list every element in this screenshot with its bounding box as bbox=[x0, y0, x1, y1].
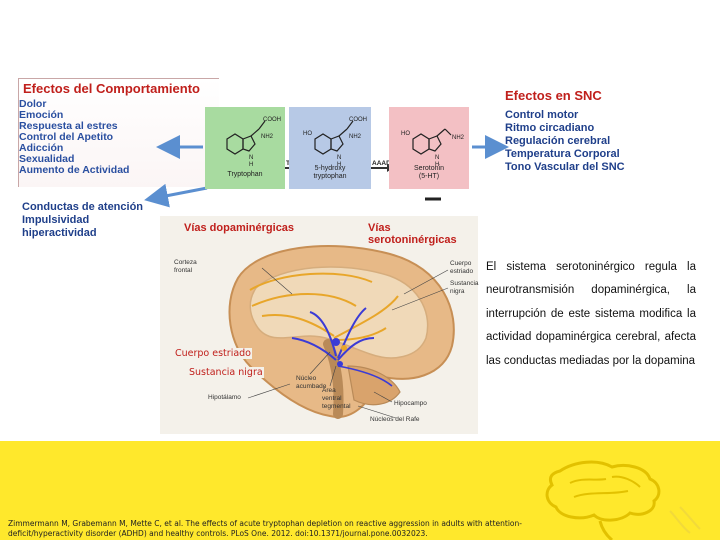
attention-effect-item: Conductas de atención bbox=[22, 201, 144, 213]
tryptophan-label: Tryptophan bbox=[227, 171, 263, 178]
hydroxytryptophan-label-1: 5-hydroxy bbox=[314, 165, 346, 172]
citation-text: Zimmermann M, Grabemann M, Mette C, et a… bbox=[8, 519, 522, 538]
behavior-effect-item: Adicción bbox=[19, 142, 64, 154]
cns-effect-item: Temperatura Corporal bbox=[505, 148, 620, 160]
arrow-to-attention bbox=[144, 183, 208, 208]
overlay-sustancia-nigra: Sustancia nigra bbox=[188, 367, 264, 378]
label-area-2: ventral bbox=[322, 395, 342, 402]
label-sustancia-2: nigra bbox=[450, 288, 465, 295]
behavior-effect-item: Control del Apetito bbox=[19, 131, 114, 143]
behavior-effect-item: Dolor bbox=[19, 98, 47, 110]
aaad-enzyme-label: AAAD bbox=[372, 160, 391, 167]
serotonin-label-2: (5-HT) bbox=[418, 173, 440, 180]
hydroxytryptophan-n-label: N bbox=[337, 155, 341, 161]
label-nucleo-2: acumbado bbox=[296, 383, 327, 390]
attention-effect-item: Impulsividad bbox=[22, 214, 90, 226]
tryptophan-box: COOH NH2 N H Tryptophan bbox=[205, 107, 285, 189]
footer-band bbox=[0, 441, 720, 540]
hydroxytryptophan-box: HO COOH NH2 N H 5-hydroxy tryptophan bbox=[289, 107, 371, 189]
serotonin-box: HO NH2 N H Serotonin (5-HT) bbox=[389, 107, 469, 189]
brain-illustration bbox=[228, 245, 455, 419]
cns-effect-item: Ritmo circadiano bbox=[505, 122, 595, 134]
serotonin-nh2-label: NH2 bbox=[452, 135, 465, 141]
hydroxytryptophan-label-2: tryptophan bbox=[313, 173, 347, 180]
cns-effect-item: Control motor bbox=[505, 109, 579, 121]
behavior-effect-item: Emoción bbox=[19, 109, 64, 121]
label-nucleo-1: Núcleo bbox=[296, 375, 317, 382]
tryptophan-n-label: N bbox=[249, 155, 253, 161]
hydroxytryptophan-h-label: H bbox=[337, 162, 341, 168]
hydroxytryptophan-cooh-label: COOH bbox=[349, 117, 367, 123]
label-area-3: tegmental bbox=[322, 403, 351, 410]
tryptophan-cooh-label: COOH bbox=[263, 117, 281, 123]
cns-effect-item: Tono Vascular del SNC bbox=[505, 161, 625, 173]
hydroxytryptophan-nh2-label: NH2 bbox=[349, 134, 362, 140]
brain-doodle-icon bbox=[545, 460, 701, 540]
behavior-effect-item: Respuesta al estres bbox=[19, 120, 118, 132]
label-area-1: Área bbox=[322, 387, 336, 394]
serotonin-pathways-title: Vías serotoninérgicas bbox=[368, 222, 457, 246]
label-hipocampo: Hipocampo bbox=[394, 400, 427, 407]
tryptophan-nh2-label: NH2 bbox=[261, 134, 274, 140]
label-corteza-2: frontal bbox=[174, 267, 193, 274]
label-cuerpo-1: Cuerpo bbox=[450, 260, 472, 267]
tryptophan-h-label: H bbox=[249, 162, 253, 168]
behavior-effect-item: Aumento de Actividad bbox=[19, 164, 130, 176]
cns-effect-item: Regulación cerebral bbox=[505, 135, 611, 147]
hydroxytryptophan-structure-icon: HO COOH NH2 N H bbox=[303, 117, 367, 168]
attention-effect-item: hiperactividad bbox=[22, 227, 97, 239]
label-rafe: Núcleos del Rafe bbox=[370, 416, 420, 423]
label-cuerpo-2: estriado bbox=[450, 268, 474, 275]
serotonin-system-text: El sistema serotoninérgico regula la neu… bbox=[486, 261, 696, 367]
dopamine-pathways-title: Vías dopaminérgicas bbox=[184, 222, 295, 234]
behavior-effects-title: Efectos del Comportamiento bbox=[23, 81, 200, 96]
cns-effects-title: Efectos en SNC bbox=[505, 88, 602, 103]
hydroxytryptophan-ho-label: HO bbox=[303, 131, 312, 137]
serotonin-structure-icon: HO NH2 N H bbox=[401, 128, 465, 168]
serotonin-h-label: H bbox=[435, 162, 439, 168]
serotonin-n-label: N bbox=[435, 155, 439, 161]
label-hipotalamo: Hipotálamo bbox=[208, 394, 241, 401]
label-sustancia-1: Sustancia bbox=[450, 280, 479, 287]
brain-pathways-figure: Vías dopaminérgicas Vías serotoninérgica… bbox=[160, 216, 479, 434]
tryptophan-structure-icon: COOH NH2 N H bbox=[226, 117, 281, 168]
serotonin-ho-label: HO bbox=[401, 131, 410, 137]
behavior-effect-item: Sexualidad bbox=[19, 153, 75, 165]
overlay-cuerpo-estriado: Cuerpo estriado bbox=[174, 348, 252, 359]
serotonin-label-1: Serotonin bbox=[414, 165, 444, 172]
label-corteza-1: Corteza bbox=[174, 259, 197, 266]
